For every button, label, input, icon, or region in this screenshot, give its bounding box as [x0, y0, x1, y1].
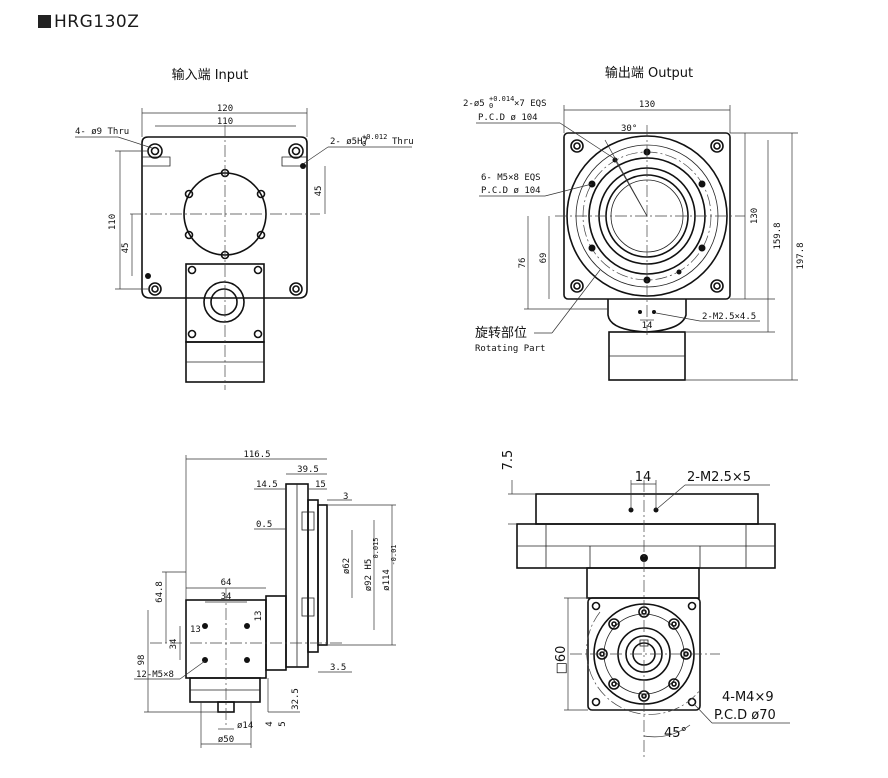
flange-cutout-right — [281, 156, 307, 167]
callout-4-holes: 4- ø9 Thru — [75, 127, 129, 137]
svg-text:0: 0 — [489, 102, 493, 110]
dim-110: 110 — [217, 117, 233, 127]
title-text: HRG130Z — [54, 12, 140, 32]
callout-screws-pcd: P.C.D ø 104 — [481, 186, 541, 196]
dim-197-8: 197.8 — [796, 242, 806, 269]
callout-pcd-70: P.C.D ø70 — [714, 708, 776, 723]
callout-2-holes: 2- ø5H7 — [330, 137, 368, 147]
dim-angle-45: 45° — [664, 726, 687, 741]
dim-15: 15 — [315, 480, 326, 490]
side-plate-b — [307, 499, 319, 653]
dim-39-5: 39.5 — [297, 465, 319, 475]
dim-d114: ø114 — [382, 569, 392, 591]
svg-text:×7 EQS: ×7 EQS — [514, 99, 547, 109]
dim-98: 98 — [137, 655, 147, 666]
callout-12-screws: 12-M5×8 — [136, 670, 174, 680]
dim-14-5: 14.5 — [256, 480, 278, 490]
dim-14-output: 14 — [642, 321, 653, 331]
dim-130-vertical: 130 — [750, 208, 760, 224]
side-plate-c — [317, 504, 328, 646]
svg-text:-0.01: -0.01 — [390, 544, 398, 565]
dim-32-5: 32.5 — [291, 688, 301, 710]
svg-text:+0.012: +0.012 — [362, 133, 387, 141]
dim-45-right: 45 — [314, 186, 324, 197]
callout-m2-front: 2-M2.5×5 — [687, 470, 751, 485]
flange-cutout-left — [142, 156, 171, 167]
dim-116-5: 116.5 — [243, 450, 270, 460]
callout-m2-output: 2-M2.5×4.5 — [702, 312, 756, 322]
dim-69: 69 — [539, 253, 549, 264]
callout-4-m4: 4-M4×9 — [722, 690, 774, 705]
dim-14-front: 14 — [635, 470, 652, 485]
dim-d50: ø50 — [218, 735, 234, 745]
dim-130: 130 — [639, 100, 655, 110]
input-view-title: 输入端 Input — [172, 67, 249, 83]
side-view: 116.5 39.5 14.5 15 3 0.5 ø62 ø92 H5 0.01… — [134, 450, 398, 748]
corner-hole-tl — [147, 143, 163, 159]
dim-64: 64 — [221, 578, 232, 588]
dim-34-vertical: 34 — [169, 639, 179, 650]
callout-pins-pcd: P.C.D ø 104 — [478, 113, 538, 123]
dim-angle-30: 30° — [621, 124, 637, 134]
pin-hole-right — [300, 163, 306, 169]
dim-0-5: 0.5 — [256, 520, 272, 530]
dim-159-8: 159.8 — [773, 222, 783, 249]
input-flange — [141, 136, 308, 299]
title-square-icon — [38, 15, 51, 28]
svg-text:Thru: Thru — [392, 137, 414, 147]
corner-hole-br — [289, 282, 303, 296]
dim-7-5: 7.5 — [501, 450, 516, 471]
corner-hole-bl — [148, 282, 162, 296]
input-shaft-bore — [203, 281, 245, 323]
front-pcd70-arc — [586, 611, 701, 715]
dim-5: 5 — [278, 721, 288, 726]
callout-screws: 6- M5×8 EQS — [481, 173, 541, 183]
dim-45-left: 45 — [121, 243, 131, 254]
front-neck — [586, 567, 700, 599]
output-view: 输出端 Output — [463, 65, 806, 381]
front-view: 7.5 14 2-M2.5×5 □60 4-M4×9 P.C.D ø70 45° — [501, 450, 790, 760]
dim-square-60: □60 — [554, 646, 569, 675]
dim-120: 120 — [217, 104, 233, 114]
corner-hole-tr — [288, 143, 304, 159]
dim-d92: ø92 H5 — [364, 559, 374, 592]
callout-pins: 2-ø5 — [463, 99, 485, 109]
dim-64-8: 64.8 — [155, 581, 165, 603]
output-view-title: 输出端 Output — [605, 65, 693, 81]
svg-text:+0.014: +0.014 — [489, 95, 514, 103]
dim-13-a: 13 — [190, 625, 201, 635]
svg-text:0.015: 0.015 — [372, 537, 380, 558]
dim-13-b: 13 — [254, 611, 264, 622]
dim-3-5: 3.5 — [330, 663, 346, 673]
rotating-part-en: Rotating Part — [475, 344, 545, 354]
dim-76: 76 — [518, 258, 528, 269]
dim-d62: ø62 — [342, 558, 352, 574]
front-top-plate — [535, 493, 759, 525]
dim-110-vertical: 110 — [108, 214, 118, 230]
input-view: 输入端 Input — [75, 67, 414, 390]
pin-hole-left — [145, 273, 151, 279]
dim-d14: ø14 — [237, 721, 253, 731]
svg-text:0: 0 — [362, 140, 366, 148]
rotating-part-cn: 旋转部位 — [475, 326, 527, 341]
dim-4: 4 — [265, 721, 275, 726]
dim-3: 3 — [343, 492, 348, 502]
page-title: HRG130Z — [38, 12, 139, 32]
dim-34-horizontal: 34 — [221, 592, 232, 602]
